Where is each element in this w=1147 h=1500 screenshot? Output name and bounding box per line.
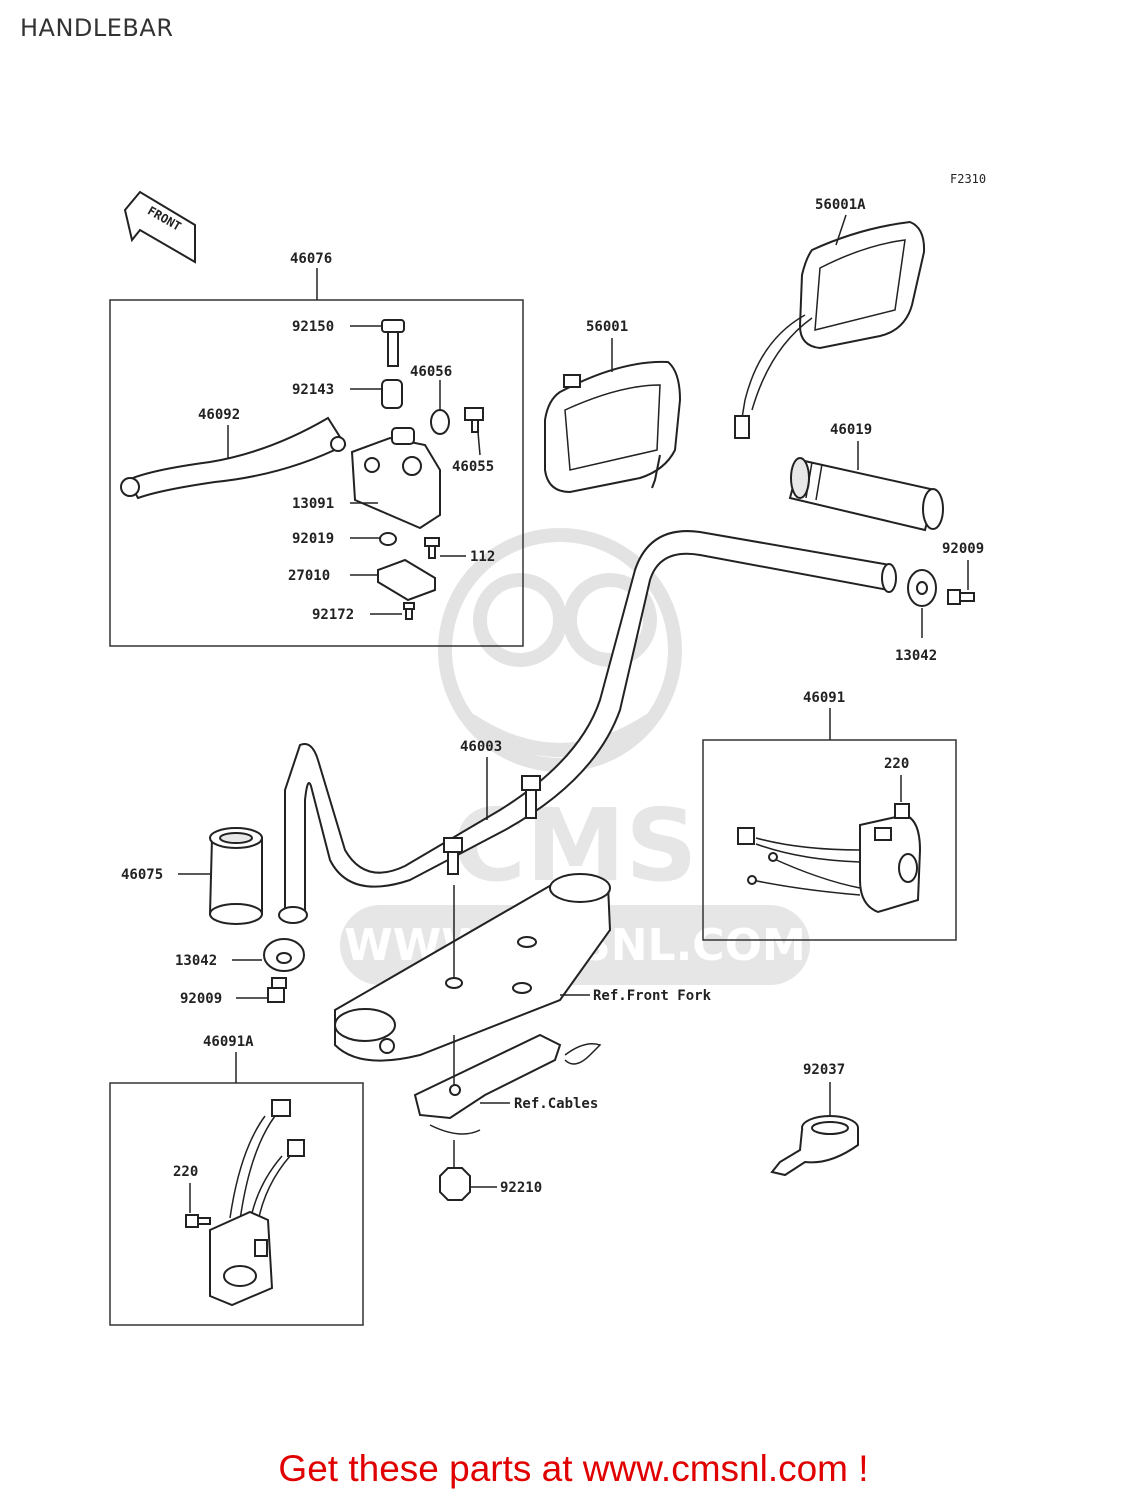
part-label-220-left: 220 [173,1164,198,1180]
nut-92210 [439,1167,471,1201]
part-label-92037: 92037 [803,1062,845,1078]
handlebar-46003 [278,530,897,924]
part-label-13042-left: 13042 [175,953,217,969]
part-label-56001: 56001 [586,319,628,335]
screw-92172 [403,602,415,620]
part-label-46092: 46092 [198,407,240,423]
weight-13042-left [263,938,305,972]
ref-front-fork-label: Ref.Front Fork [593,988,712,1004]
part-label-56001A: 56001A [815,197,866,213]
weight-13042-right [907,569,937,607]
adjuster-46055 [464,407,484,433]
cable-bracket [413,1033,602,1135]
part-label-92150: 92150 [292,319,334,335]
part-label-46075: 46075 [121,867,163,883]
switch-46091 [737,813,922,914]
collar-92143 [381,379,403,409]
front-arrow-icon: FRONT [123,190,196,264]
part-label-92009-right: 92009 [942,541,984,557]
part-label-46019: 46019 [830,422,872,438]
part-label-46055: 46055 [452,459,494,475]
page-title: HANDLEBAR [20,14,174,42]
screw-220-right [894,803,910,819]
front-fork-bracket [334,873,612,1062]
bolt-92150 [381,319,405,367]
screw-112 [424,537,440,559]
mirror-56001A [734,220,926,439]
part-label-13042-right: 13042 [895,648,937,664]
part-label-220-right: 220 [884,756,909,772]
figure-code: F2310 [950,172,987,186]
guide-92037 [770,1115,859,1177]
grip-46019 [788,457,944,532]
part-label-92009-left: 92009 [180,991,222,1007]
bracket-13091 [350,427,441,530]
mirror-56001 [544,360,682,494]
bolt-92009-right [947,589,975,605]
part-label-46056: 46056 [410,364,452,380]
part-label-92143: 92143 [292,382,334,398]
grip-46075 [208,827,263,925]
part-label-92019: 92019 [292,531,334,547]
part-label-46076: 46076 [290,251,332,267]
part-label-13091: 13091 [292,496,334,512]
part-label-92172: 92172 [312,607,354,623]
footer-link-text[interactable]: Get these parts at www.cmsnl.com ! [278,1448,869,1489]
switch-27010 [377,558,436,602]
part-label-112: 112 [470,549,495,565]
screw-220-left [185,1214,211,1228]
lever-46092 [126,416,347,500]
part-label-92210: 92210 [500,1180,542,1196]
ref-cables-label: Ref.Cables [514,1096,598,1112]
part-label-46003: 46003 [460,739,502,755]
part-label-27010: 27010 [288,568,330,584]
part-label-46091: 46091 [803,690,845,706]
washer-46056 [430,409,450,435]
nut-92019 [379,532,397,546]
bolt-92009-left [267,977,287,1003]
part-label-46091A: 46091A [203,1034,254,1050]
switch-46091A [209,1099,305,1307]
